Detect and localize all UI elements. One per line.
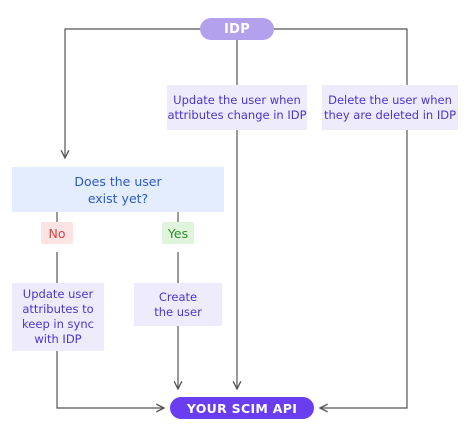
update-sync-box: Update user attributes to keep in sync w… — [12, 283, 104, 351]
connector-idp-to-scim-right — [274, 28, 408, 408]
idp-node: IDP — [200, 18, 274, 40]
decision-box: Does the user exist yet? — [12, 167, 224, 212]
no-tag: No — [41, 222, 73, 244]
create-user-box: Create the user — [134, 283, 222, 326]
connector-sync-to-scim — [56, 351, 164, 408]
connector-idp-to-decision — [65, 28, 200, 158]
update-on-change-box: Update the user when attributes change i… — [167, 85, 307, 130]
scim-api-node: YOUR SCIM API — [170, 397, 314, 419]
delete-on-removal-box: Delete the user when they are deleted in… — [322, 85, 458, 130]
yes-tag: Yes — [162, 222, 194, 244]
